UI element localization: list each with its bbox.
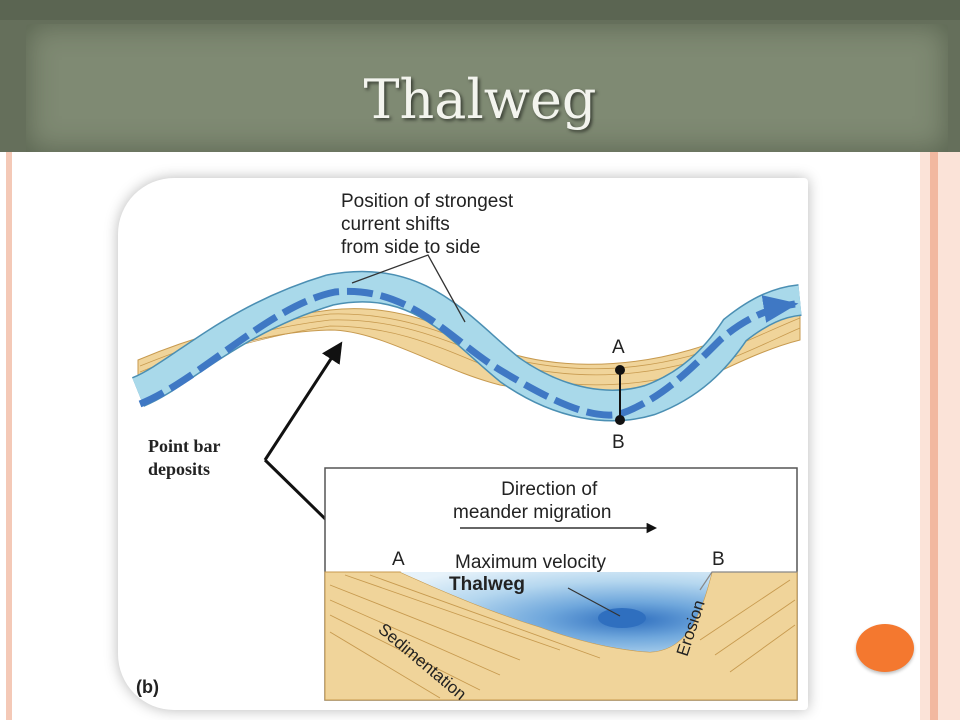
callout-line-1: Position of strongest	[341, 191, 514, 212]
callout-line-2: current shifts	[341, 214, 450, 235]
channel-water	[335, 572, 712, 652]
right-rail-stripe	[930, 152, 938, 720]
current-shift-callout: Position of strongest current shifts fro…	[341, 190, 513, 259]
left-decorative-rail	[6, 152, 12, 720]
direction-line-2: meander migration	[453, 502, 612, 523]
thalweg-core	[598, 608, 646, 628]
panel-label: (b)	[136, 677, 159, 697]
thalweg-flow-arrows	[138, 287, 799, 419]
thalweg-label: Thalweg	[449, 574, 526, 595]
orange-circle-decoration	[856, 624, 914, 672]
point-a-label: A	[612, 337, 625, 358]
right-decorative-rail	[920, 152, 960, 720]
slide-title: Thalweg	[363, 68, 597, 131]
channel-bank-right	[699, 571, 797, 591]
slide-header	[0, 0, 960, 152]
header-top-band	[0, 0, 960, 20]
point-bar-arrow-upper	[263, 341, 343, 461]
maximum-velocity-label: Maximum velocity	[455, 552, 606, 573]
point-bar-line-1: Point bar	[148, 436, 221, 456]
thalweg-leader-line	[567, 587, 621, 617]
direction-label: Direction of meander migration	[453, 478, 611, 524]
header-panel	[26, 24, 948, 152]
point-b-marker	[615, 415, 625, 425]
point-a-marker	[615, 365, 625, 375]
direction-line-1: Direction of	[501, 479, 598, 500]
point-b-label: B	[612, 432, 625, 453]
callout-leader-lines	[351, 254, 466, 323]
thalweg-figure: Position of strongest current shifts fro…	[118, 178, 808, 710]
thalweg-diagram	[131, 254, 803, 701]
cross-section-b-label: B	[712, 549, 725, 570]
point-bar-line-2: deposits	[148, 459, 211, 479]
cross-section-a-label: A	[392, 549, 405, 570]
callout-line-3: from side to side	[341, 237, 481, 258]
point-bar-label: Point bar deposits	[148, 435, 221, 481]
